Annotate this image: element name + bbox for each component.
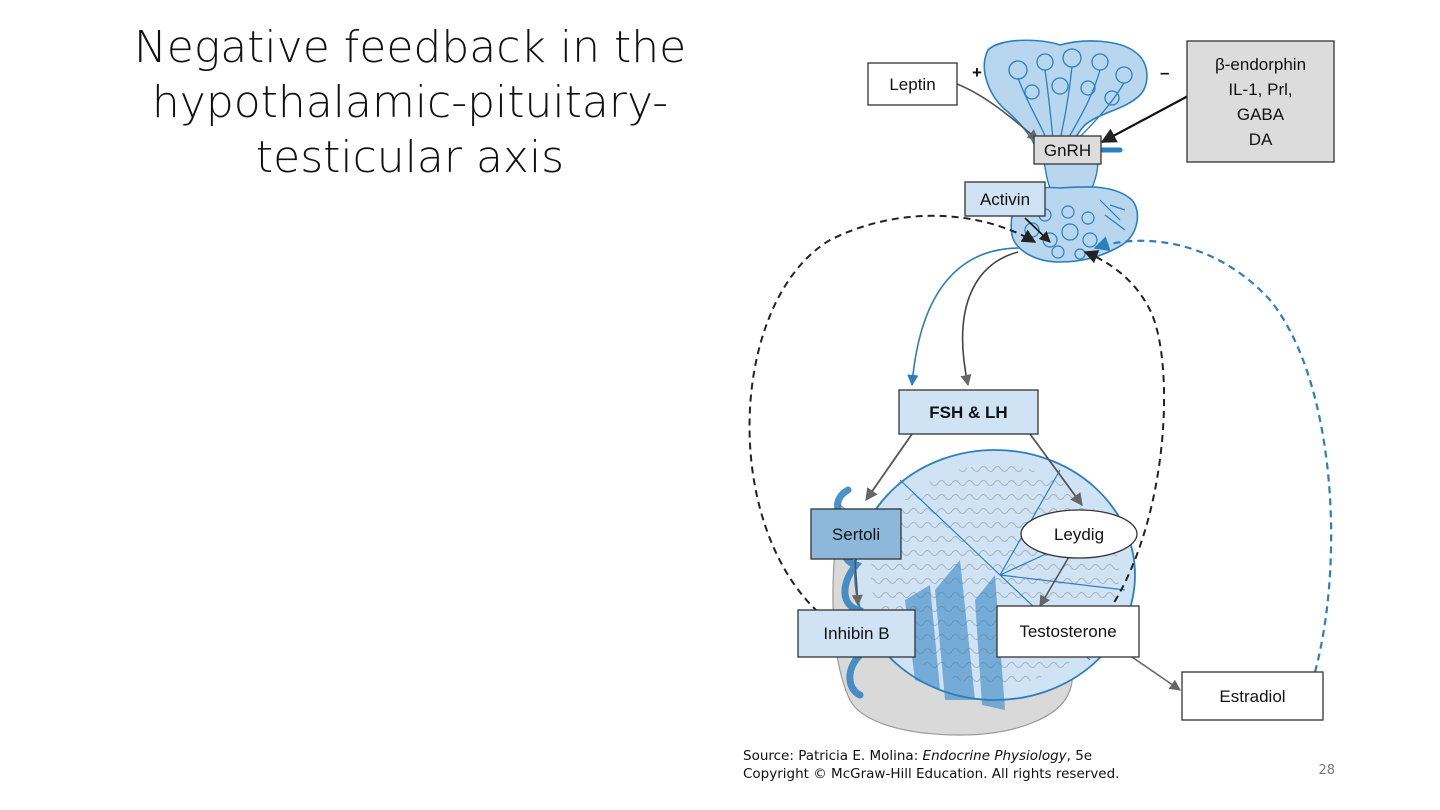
activin-label: Activin [980,190,1030,209]
leydig-to-testosterone-arrow [1039,554,1071,607]
inhibin-b-box: Inhibin B [797,609,916,658]
source-edition: , 5e [1066,748,1093,764]
inhibitor-da: DA [1249,130,1273,149]
copyright-line: Copyright © McGraw-Hill Education. All r… [743,766,1120,782]
gnrh-box: GnRH [1033,135,1102,165]
leydig-label: Leydig [1054,525,1104,544]
lh-to-leydig-arrow [1029,433,1083,507]
inhibin-feedback-arrow [748,214,1037,613]
testosterone-box: Testosterone [996,605,1140,658]
slide-title: Negative feedback in the hypothalamic-pi… [40,20,780,185]
page-number: 28 [1318,763,1335,778]
inhibitor-beta-endorphin: β-endorphin [1215,55,1306,74]
plus-sign: + [972,63,982,82]
activin-arrow [1024,217,1051,243]
estradiol-feedback-arrow [1093,236,1333,673]
estradiol-box: Estradiol [1181,671,1324,721]
source-line: Source: Patricia E. Molina: Endocrine Ph… [743,747,1119,765]
testosterone-feedback-arrow [1083,250,1166,613]
pituitary-to-fsh-lh-blue-arrow [907,247,1021,387]
leptin-arrow [956,83,1039,141]
activin-box: Activin [964,181,1046,217]
title-line-1: Negative feedback in the [133,22,687,73]
testis-illustration [832,449,1136,736]
leptin-label: Leptin [889,75,935,94]
estradiol-label: Estradiol [1219,687,1285,706]
fsh-to-sertoli-arrow [865,433,913,502]
source-citation: Source: Patricia E. Molina: Endocrine Ph… [743,747,1119,783]
source-book-title: Endocrine Physiology [922,748,1067,764]
testosterone-to-estradiol-arrow [1131,656,1181,691]
title-line-2: hypothalamic-pituitary- [151,77,669,128]
sertoli-box: Sertoli [810,508,902,560]
sertoli-label: Sertoli [832,525,880,544]
inhibitor-gaba: GABA [1237,105,1285,124]
gnrh-label: GnRH [1044,141,1091,160]
inhibitor-il1-prl: IL-1, Prl, [1228,80,1292,99]
hypothalamus-illustration [983,39,1148,161]
inhibin-b-label: Inhibin B [823,624,889,643]
source-prefix: Source: Patricia E. Molina: [743,748,923,764]
leydig-ellipse: Leydig [1020,509,1138,559]
sertoli-to-inhibin-arrow [851,559,863,607]
minus-sign: – [1160,63,1169,82]
title-line-3: testicular axis [255,132,565,183]
inhibitors-arrow [1100,95,1189,143]
leptin-box: Leptin [867,62,958,106]
testosterone-label: Testosterone [1019,622,1116,641]
inhibitors-box: β-endorphin IL-1, Prl, GABA DA [1186,40,1335,163]
fsh-lh-box: FSH & LH [898,389,1039,435]
feedback-arrows [748,83,1333,691]
fsh-lh-label: FSH & LH [929,403,1007,422]
pituitary-to-fsh-lh-arrow [960,251,1019,387]
